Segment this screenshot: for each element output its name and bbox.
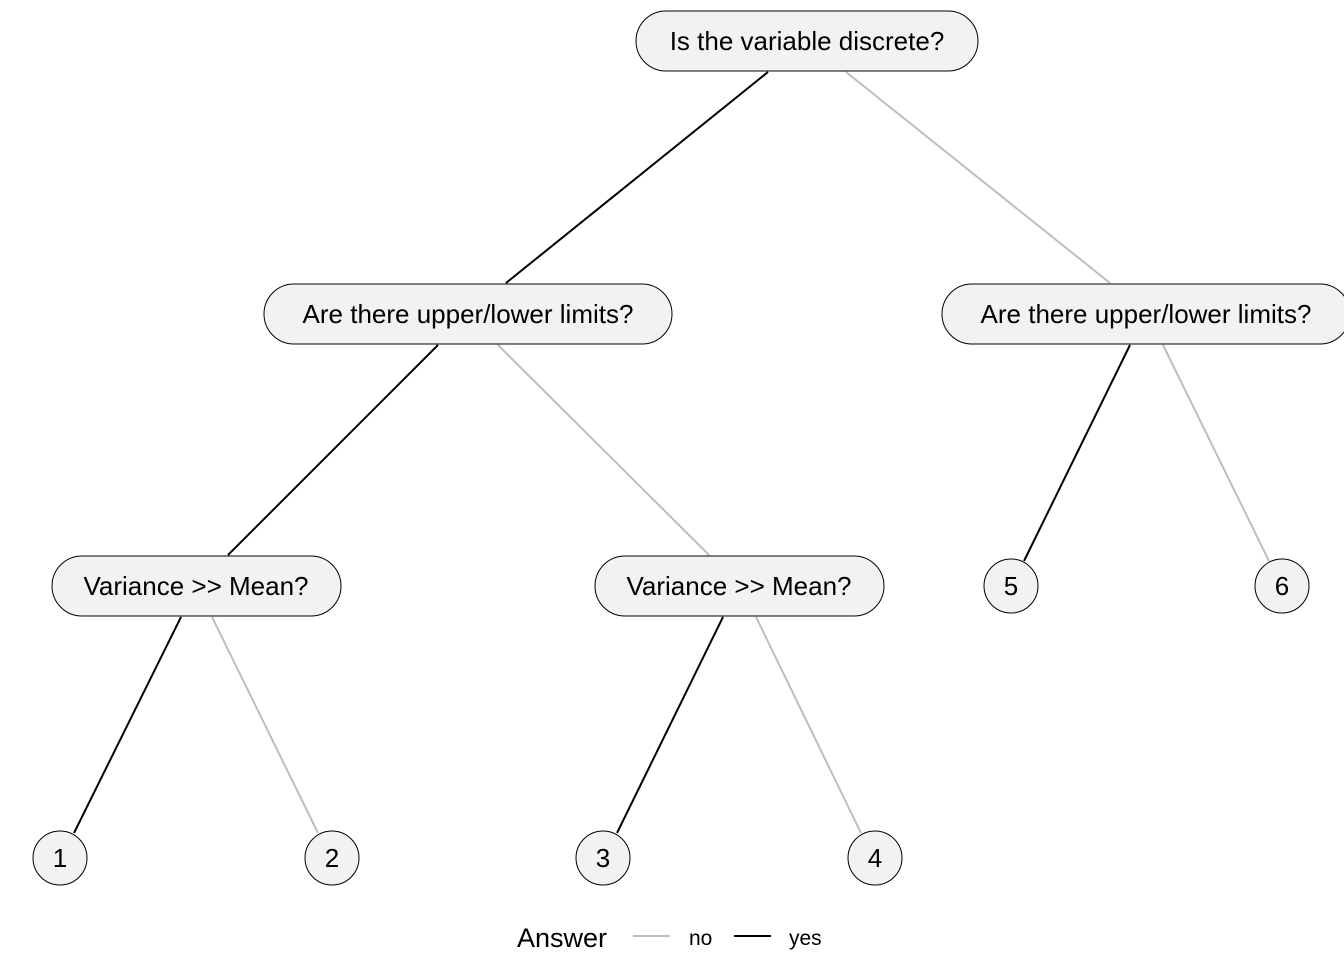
legend-title: Answer	[517, 923, 607, 953]
legend-yes-label: yes	[789, 927, 822, 950]
node-q3b: Variance >> Mean?	[594, 555, 885, 617]
legend: Answer no yes	[517, 923, 822, 953]
node-leaf4: 4	[847, 830, 903, 886]
node-q3a: Variance >> Mean?	[51, 555, 342, 617]
node-leaf4-label: 4	[868, 843, 882, 873]
node-leaf2-circle	[304, 830, 360, 886]
nodes-layer: Is the variable discrete? Are there uppe…	[32, 10, 1344, 886]
node-leaf6-label: 6	[1275, 571, 1289, 601]
edge-root-q2a	[505, 71, 769, 284]
node-q2a-label: Are there upper/lower limits?	[303, 299, 634, 329]
edge-q3a-leaf2	[211, 616, 319, 834]
node-leaf4-circle	[847, 830, 903, 886]
node-q3b-label: Variance >> Mean?	[627, 571, 852, 601]
node-leaf3: 3	[575, 830, 631, 886]
node-q2b: Are there upper/lower limits?	[941, 283, 1344, 345]
edge-q3a-leaf1	[73, 616, 182, 834]
node-root-box	[635, 10, 979, 72]
edge-q3b-leaf4	[755, 616, 862, 834]
edge-q2b-leaf6	[1162, 344, 1270, 562]
node-leaf1-label: 1	[53, 843, 67, 873]
node-leaf2-label: 2	[325, 843, 339, 873]
node-leaf5: 5	[983, 558, 1039, 614]
node-leaf5-label: 5	[1004, 571, 1018, 601]
node-leaf3-label: 3	[596, 843, 610, 873]
node-leaf6: 6	[1254, 558, 1310, 614]
edge-root-q2b	[845, 71, 1111, 284]
edges-layer	[73, 71, 1270, 834]
node-leaf5-circle	[983, 558, 1039, 614]
node-leaf1-circle	[32, 830, 88, 886]
node-q3b-box	[594, 555, 885, 617]
node-root-label: Is the variable discrete?	[670, 26, 945, 56]
edge-q2a-q3a	[227, 344, 439, 556]
node-q3a-label: Variance >> Mean?	[84, 571, 309, 601]
node-leaf3-circle	[575, 830, 631, 886]
node-leaf6-circle	[1254, 558, 1310, 614]
node-q2b-box	[941, 283, 1344, 345]
node-q2b-label: Are there upper/lower limits?	[981, 299, 1312, 329]
node-q3a-box	[51, 555, 342, 617]
node-q2a-box	[263, 283, 673, 345]
edge-q3b-leaf3	[616, 616, 724, 834]
legend-no-label: no	[689, 927, 712, 950]
node-q2a: Are there upper/lower limits?	[263, 283, 673, 345]
node-leaf2: 2	[304, 830, 360, 886]
node-leaf1: 1	[32, 830, 88, 886]
edge-q2a-q3b	[497, 344, 710, 556]
node-root: Is the variable discrete?	[635, 10, 979, 72]
edge-q2b-leaf5	[1023, 344, 1131, 562]
